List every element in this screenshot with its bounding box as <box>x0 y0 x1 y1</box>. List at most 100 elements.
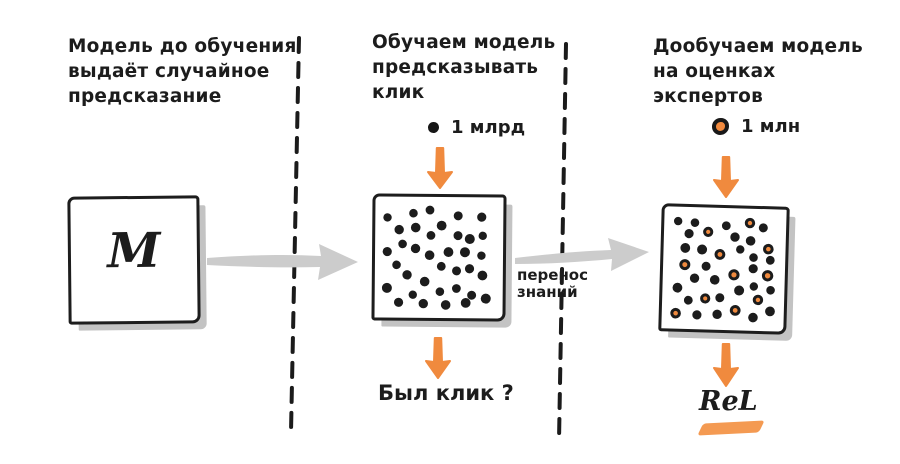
orange-down-arrow-experts-icon <box>713 156 739 198</box>
orange-dot <box>752 294 764 306</box>
black-dot <box>765 255 775 265</box>
black-dot <box>766 285 775 295</box>
orange-down-arrow-clicks-icon <box>427 147 453 189</box>
left-panel-title: Модель до обучения выдаёт случайное пред… <box>68 34 297 109</box>
black-dot <box>464 264 475 274</box>
black-dot <box>402 270 412 280</box>
black-dot <box>424 250 435 261</box>
black-dot <box>684 228 694 239</box>
black-dot <box>736 245 745 254</box>
orange-dot <box>700 293 711 304</box>
orange-dot <box>729 305 741 316</box>
click-trained-model-box <box>371 193 507 322</box>
black-dot <box>680 243 691 253</box>
black-dot <box>418 298 428 309</box>
middle-title-line-1: Обучаем модель <box>372 32 556 53</box>
divider-dashed-line-right <box>557 42 568 443</box>
clicks-legend-label: 1 млрд <box>451 117 526 138</box>
gray-right-arrow-icon <box>207 244 358 280</box>
black-dot <box>381 282 392 293</box>
black-dot <box>382 246 392 257</box>
black-dot <box>408 290 417 299</box>
rel-label: ReL <box>699 386 758 417</box>
gray-transfer-arrow-icon <box>515 238 649 271</box>
orange-dot <box>763 243 774 255</box>
black-dot <box>480 293 491 304</box>
black-dot <box>689 273 700 283</box>
left-title-line-2: выдаёт случайное <box>68 61 270 82</box>
black-dot <box>436 261 446 271</box>
orange-dot <box>761 270 774 282</box>
orange-dot <box>679 259 691 271</box>
clicks-legend: 1 млрд <box>428 117 525 138</box>
black-dot <box>453 231 463 241</box>
orange-dot-icon <box>712 118 729 135</box>
black-dot <box>460 297 471 308</box>
black-dot <box>394 224 404 235</box>
right-title-line-2: на оценках <box>653 61 776 82</box>
black-dot <box>419 276 430 287</box>
black-dot <box>383 213 392 222</box>
black-dot <box>410 222 421 233</box>
orange-dot <box>703 226 714 238</box>
black-dot <box>748 312 758 323</box>
black-dot <box>398 239 407 249</box>
black-dot <box>690 218 700 227</box>
black-dot <box>467 290 477 300</box>
black-dot <box>721 221 731 231</box>
black-dot <box>758 223 768 233</box>
was-click-label: Был клик ? <box>378 381 514 405</box>
black-dot <box>452 266 462 276</box>
black-dot <box>765 306 775 317</box>
untrained-model-box: M <box>67 195 201 325</box>
mixed-dots-pattern <box>670 216 775 323</box>
black-dot <box>410 243 421 254</box>
middle-title-line-2: предсказывать <box>372 57 539 78</box>
black-dot <box>426 231 436 240</box>
black-dot <box>451 284 461 293</box>
black-dot <box>477 212 487 222</box>
black-dot <box>709 275 720 285</box>
black-dot <box>701 261 711 271</box>
orange-dot <box>744 217 756 229</box>
orange-down-arrow-was-click-icon <box>425 337 451 379</box>
black-dot <box>436 220 447 231</box>
black-dot <box>440 300 451 310</box>
knowledge-transfer-label: перенос знаний <box>517 267 588 301</box>
black-dot <box>392 260 401 270</box>
black-dot <box>477 270 488 281</box>
orange-down-arrow-rel-icon <box>713 343 739 387</box>
black-dot <box>673 216 683 226</box>
black-dot <box>435 287 445 296</box>
black-dot <box>672 282 683 293</box>
black-dot <box>749 253 758 262</box>
black-dots-pattern <box>381 205 491 310</box>
black-dot <box>425 205 435 215</box>
middle-title-line-3: клик <box>372 82 425 103</box>
right-title-line-1: Дообучаем модель <box>653 36 863 57</box>
middle-panel-title: Обучаем модель предсказывать клик <box>372 30 555 105</box>
black-dot <box>745 236 756 246</box>
black-dot <box>715 293 725 303</box>
black-dot <box>453 211 463 221</box>
right-panel-title: Дообучаем модель на оценках экспертов <box>653 34 863 109</box>
orange-dot <box>728 269 740 281</box>
transfer-line-2: знаний <box>517 283 578 301</box>
black-dot <box>712 309 722 320</box>
black-dot <box>477 251 486 260</box>
left-title-line-3: предсказание <box>68 86 222 107</box>
left-title-line-1: Модель до обучения <box>68 36 297 57</box>
transfer-line-1: перенос <box>517 266 589 284</box>
black-dot <box>443 247 454 257</box>
black-dot <box>692 310 702 320</box>
black-dot <box>464 234 475 245</box>
model-letter: M <box>107 222 161 280</box>
orange-dot <box>670 307 681 319</box>
divider-dashed-line-left <box>289 36 301 434</box>
expert-legend-label: 1 млн <box>741 116 801 137</box>
expert-legend: 1 млн <box>712 116 800 137</box>
black-dot <box>749 282 759 291</box>
black-dot-icon <box>428 122 439 133</box>
